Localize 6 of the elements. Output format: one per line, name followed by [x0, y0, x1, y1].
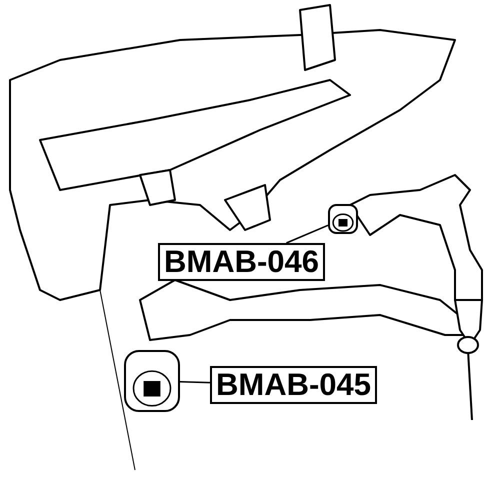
leader-line	[286, 224, 328, 244]
part-number: BMAB-046	[158, 243, 326, 281]
part-number: BMAB-045	[210, 366, 378, 404]
bushing-drawing	[328, 204, 358, 234]
bushing-drawing	[124, 350, 180, 412]
leader-line	[180, 381, 210, 384]
